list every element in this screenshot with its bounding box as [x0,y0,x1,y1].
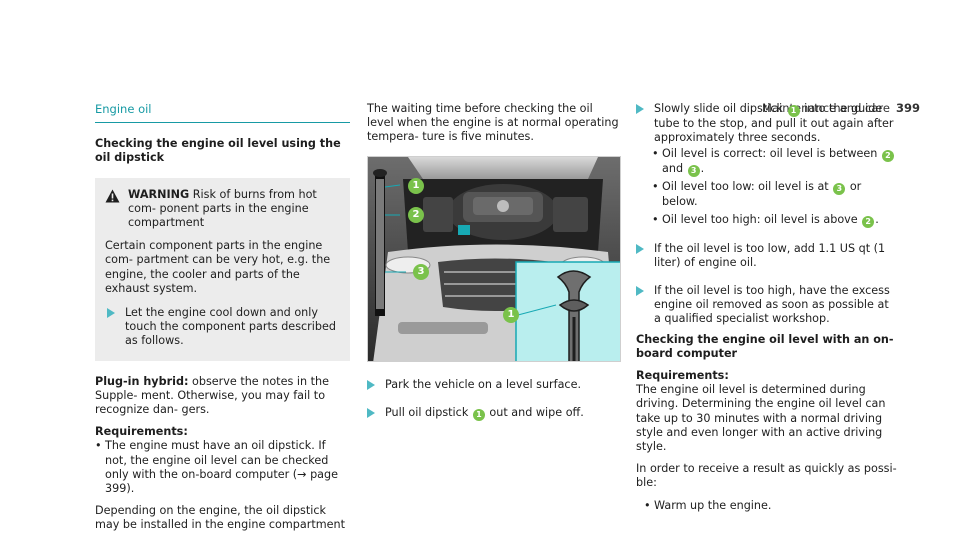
warning-body: Certain component parts in the engine co… [105,239,331,295]
bullet-icon: • [652,212,659,226]
warning-step: Let the engine cool down and only touch … [107,306,338,349]
callout-2: 2 [881,150,894,163]
step-arrow-icon [367,379,375,390]
engine-compartment-figure: 1 2 3 1 [367,155,621,362]
warning-label: WARNING [128,187,190,201]
engine-illustration [368,156,620,361]
waiting-time-text: The waiting time before checking the oil… [367,102,619,144]
callout-3: 3 [833,183,846,196]
bullet-icon: • [644,498,651,512]
step-arrow-icon [636,286,644,297]
page-number: 399 [895,101,920,115]
step-park-vehicle: Park the vehicle on a level surface. [367,378,621,392]
callout-3: 3 [687,165,700,178]
callout-1: 1 [787,105,800,117]
requirements-heading: Requirements: [95,425,188,439]
step-arrow-icon [107,308,115,319]
oil-level-high-item: • Oil level too high: oil level is above… [652,212,879,228]
step-arrow-icon [636,104,644,114]
step-arrow-icon [636,243,644,254]
callout-3: 3 [413,263,429,280]
step-pull-dipstick: Pull oil dipstick 1 out and wipe off. [367,406,621,421]
column-3: Slowly slide oil dipstick 1 into the gui… [636,102,898,516]
callout-inset-1: 1 [503,306,519,323]
bullet-icon: • [652,180,659,194]
section-title: Engine oil [95,102,350,124]
onboard-computer-title: Checking the engine oil level with an on… [636,332,894,360]
bullet-icon: • [95,439,102,453]
column-1: Engine oil Checking the engine oil level… [95,102,350,533]
step-arrow-icon [367,407,375,418]
warning-triangle-icon [105,189,120,203]
column-2: The waiting time before checking the oil… [367,102,621,435]
plugin-hybrid-note: Plug-in hybrid: observe the notes in the… [95,374,329,417]
subsection-title: Checking the engine oil level using the … [95,137,341,165]
callout-1: 1 [472,408,485,421]
callout-2: 2 [408,206,424,223]
oil-level-correct-item: • Oil level is correct: oil level is bet… [652,147,898,178]
warning-header: WARNING Risk of burns from hot com- pone… [105,188,338,231]
quick-result-text: In order to receive a result as quickly … [636,462,897,490]
callout-1: 1 [408,177,424,194]
requirements-text: The engine oil level is determined durin… [636,383,886,454]
warning-box: WARNING Risk of burns from hot com- pone… [95,177,350,361]
oil-level-low-item: • Oil level too low: oil level is at 3 o… [652,180,862,209]
dipstick-location-text: Depending on the engine, the oil dipstic… [95,504,345,533]
bullet-icon: • [652,147,659,161]
callout-2: 2 [862,215,875,228]
step-remove-excess-oil: If the oil level is too high, have the e… [636,284,898,327]
step-add-oil: If the oil level is too low, add 1.1 US … [636,242,898,270]
warning-headline: Risk of burns from hot com- ponent parts… [128,187,317,230]
requirements-heading: Requirements: [636,369,729,383]
warm-up-item: • Warm up the engine. [644,498,772,512]
step-slide-dipstick: Slowly slide oil dipstick 1 into the gui… [636,102,898,145]
requirement-item: • The engine must have an oil dipstick. … [95,439,339,496]
